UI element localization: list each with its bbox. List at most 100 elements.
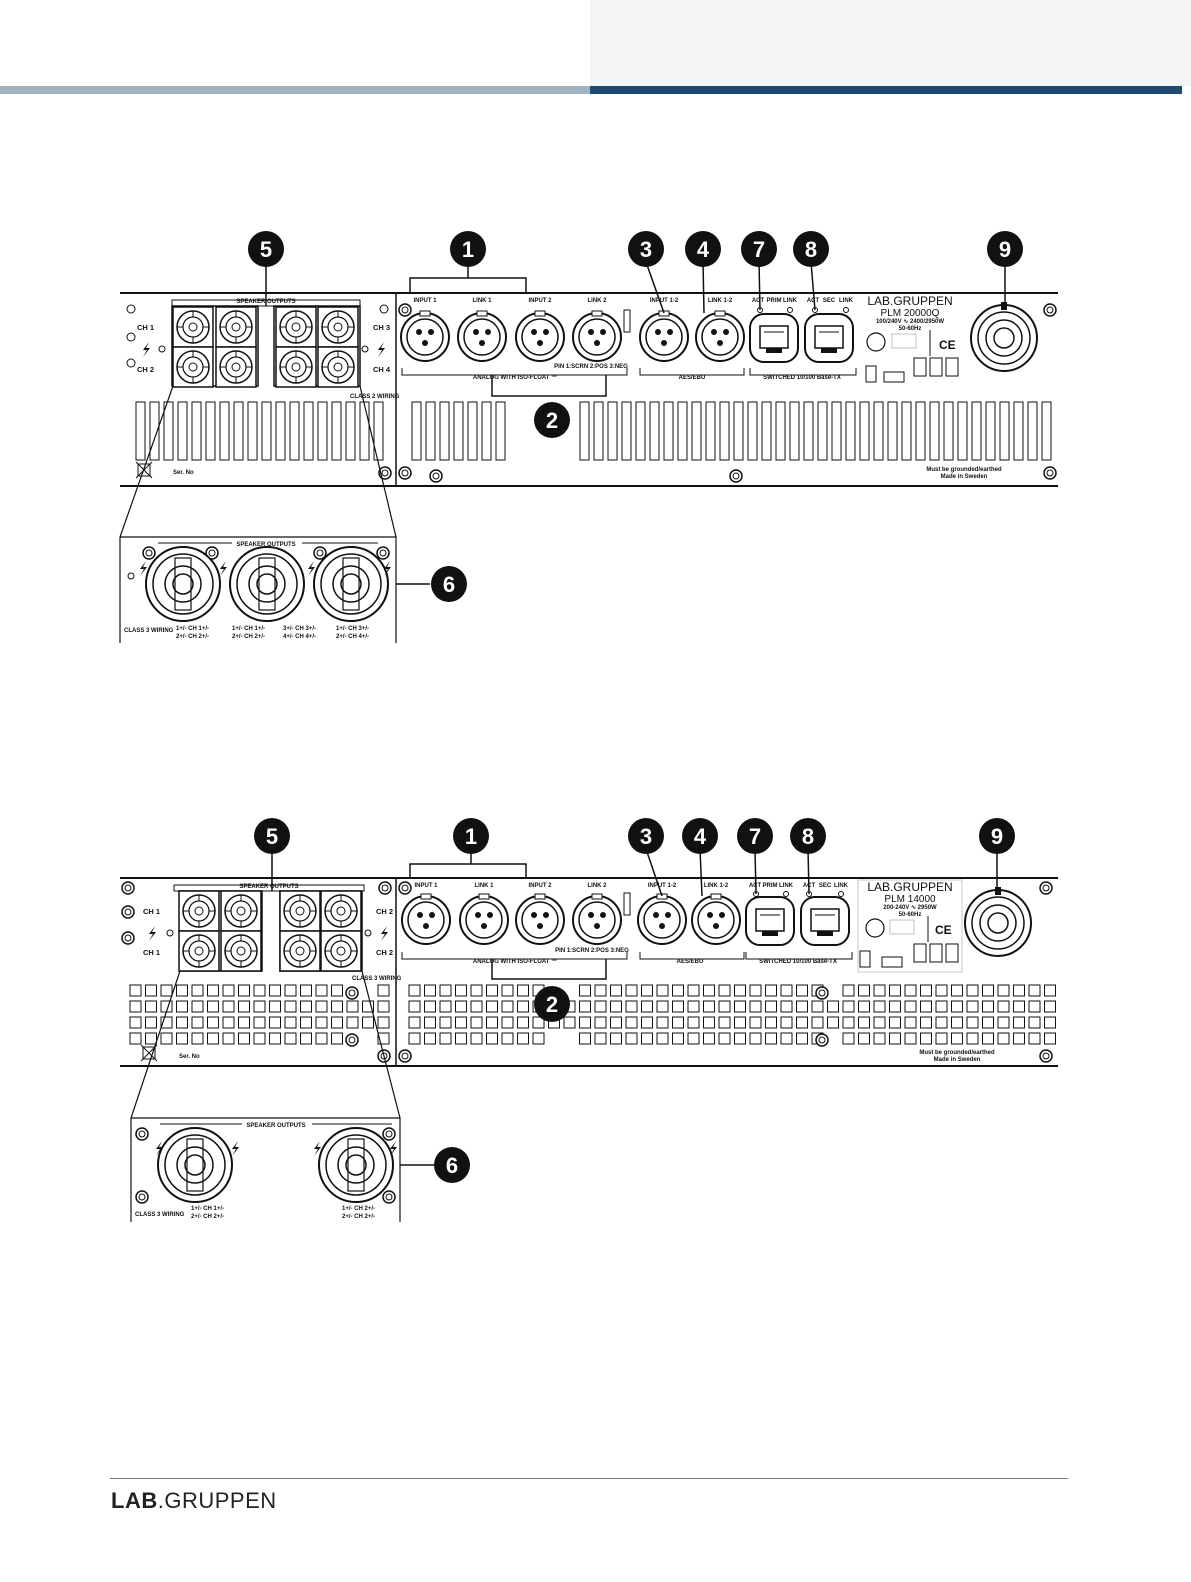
- model-label: PLM 20000Q: [881, 308, 940, 319]
- ground-label: Must be grounded/earthed: [919, 1050, 995, 1056]
- perforation-square: [842, 1000, 855, 1013]
- perforation-square: [222, 1016, 235, 1029]
- perforation-square: [145, 1000, 157, 1013]
- ch-label: CH 1: [143, 907, 160, 916]
- perforation-square: [1013, 984, 1025, 997]
- ch-label: CH 1: [143, 948, 160, 957]
- made-label: Made in Sweden: [941, 474, 988, 480]
- perforation-square: [470, 1032, 483, 1045]
- perforation-square: [439, 1000, 452, 1013]
- perforation-square: [935, 1000, 948, 1013]
- perforation-square: [672, 1016, 684, 1029]
- ce-mark: CE: [935, 923, 952, 937]
- perforation-grid: [129, 984, 1056, 1045]
- prim-label: PRIM: [763, 883, 778, 889]
- perforation-square: [966, 1016, 979, 1029]
- perforation-square: [253, 1032, 266, 1045]
- perforation-square: [579, 984, 591, 997]
- zoom-inset: SPEAKER OUTPUTS CLASS 3 WIRING 1+/- CH 1…: [119, 536, 430, 643]
- perforation-square: [331, 984, 343, 997]
- perforation-square: [532, 1016, 545, 1029]
- perforation-square: [920, 1000, 932, 1013]
- perforation-square: [687, 1000, 700, 1013]
- footer-rule: [110, 1478, 1068, 1479]
- zoom-wiring: 1+/- CH 2+/-: [342, 1206, 375, 1212]
- perforation-square: [765, 1032, 777, 1045]
- perforation-square: [625, 1000, 638, 1013]
- analog-label: ANALOG WITH ISO-FLOAT ™: [473, 958, 557, 965]
- perforation-square: [873, 1016, 886, 1029]
- zoom-wiring: 2+/- CH 2+/-: [176, 634, 209, 640]
- perforation-square: [563, 1016, 576, 1029]
- perforation-square: [160, 1032, 173, 1045]
- ethernet-ports: ACT PRIM LINK ACT SEC LINK SWITCHED 10/1…: [745, 883, 853, 965]
- perforation-square: [579, 1000, 591, 1013]
- perforation-square: [284, 984, 297, 997]
- mains-connector: [970, 301, 1038, 372]
- freq-label: 50-60Hz: [899, 326, 922, 332]
- perforation-square: [1044, 1016, 1056, 1029]
- perforation-square: [238, 1032, 250, 1045]
- perforation-square: [904, 984, 917, 997]
- xlr-input-2: [515, 310, 565, 362]
- callout-7: 7: [741, 231, 777, 267]
- svg-text:1: 1: [465, 824, 477, 849]
- perforation-square: [1028, 1016, 1041, 1029]
- perforation-square: [160, 1016, 173, 1029]
- perforation-square: [1013, 1032, 1025, 1045]
- label-plate: LAB.GRUPPEN PLM 20000Q 100/240V ∿ 2400/2…: [865, 294, 1002, 480]
- perforation-square: [718, 1016, 731, 1029]
- perforation-square: [439, 1016, 452, 1029]
- perforation-square: [966, 984, 979, 997]
- svg-text:9: 9: [999, 237, 1011, 262]
- zoom-title: SPEAKER OUTPUTS: [246, 1123, 305, 1129]
- perforation-square: [300, 1032, 312, 1045]
- perforation-square: [408, 1016, 421, 1029]
- perforation-square: [796, 984, 808, 997]
- perforation-square: [982, 1016, 994, 1029]
- perforation-square: [780, 984, 793, 997]
- zoom-wiring: 2+/- CH 2+/-: [191, 1214, 224, 1220]
- callout-5: 5: [248, 231, 284, 267]
- perforation-square: [858, 1032, 870, 1045]
- perforation-square: [672, 1032, 684, 1045]
- perforation-square: [300, 1000, 312, 1013]
- perforation-square: [346, 1016, 359, 1029]
- callout-2: 2: [534, 402, 570, 438]
- header-bar-right: [590, 86, 1182, 94]
- perforation-square: [284, 1000, 297, 1013]
- perforation-square: [300, 1016, 312, 1029]
- footer-logo-lab: LAB: [111, 1488, 158, 1513]
- perforation-square: [610, 1016, 622, 1029]
- ce-mark: CE: [939, 338, 956, 352]
- mains-connector: [964, 886, 1032, 957]
- perforation-square: [1044, 984, 1056, 997]
- svg-text:5: 5: [260, 237, 272, 262]
- perforation-square: [176, 1016, 188, 1029]
- perforation-square: [997, 984, 1010, 997]
- perforation-square: [889, 1000, 901, 1013]
- callout-3: 3: [628, 231, 664, 267]
- perforation-square: [486, 984, 498, 997]
- perforation-square: [656, 1000, 669, 1013]
- perforation-square: [145, 1032, 157, 1045]
- perforation-square: [207, 1016, 219, 1029]
- perforation-square: [331, 1016, 343, 1029]
- perforation-square: [1028, 1000, 1041, 1013]
- perforation-square: [331, 1000, 343, 1013]
- link-label: LINK 2: [587, 883, 607, 889]
- callout-6: 6: [431, 566, 467, 602]
- perforation-square: [222, 1032, 235, 1045]
- heatsink-right: [411, 401, 1052, 461]
- speaker-outputs-block: SPEAKER OUTPUTS CH 1 CH 1 CH 2 CH 2 CLAS…: [121, 881, 402, 982]
- perforation-square: [253, 1016, 266, 1029]
- perforation-square: [269, 984, 281, 997]
- link-led-label: LINK: [839, 298, 854, 304]
- svg-text:3: 3: [640, 237, 652, 262]
- rating-label: 200-240V ∿ 2950W: [883, 905, 937, 911]
- perforation-square: [765, 984, 777, 997]
- aes-label: AES/EBU: [677, 959, 704, 965]
- perforation-square: [207, 1000, 219, 1013]
- serial-label: Ser. No: [173, 470, 194, 476]
- header-bar-left: [0, 86, 590, 94]
